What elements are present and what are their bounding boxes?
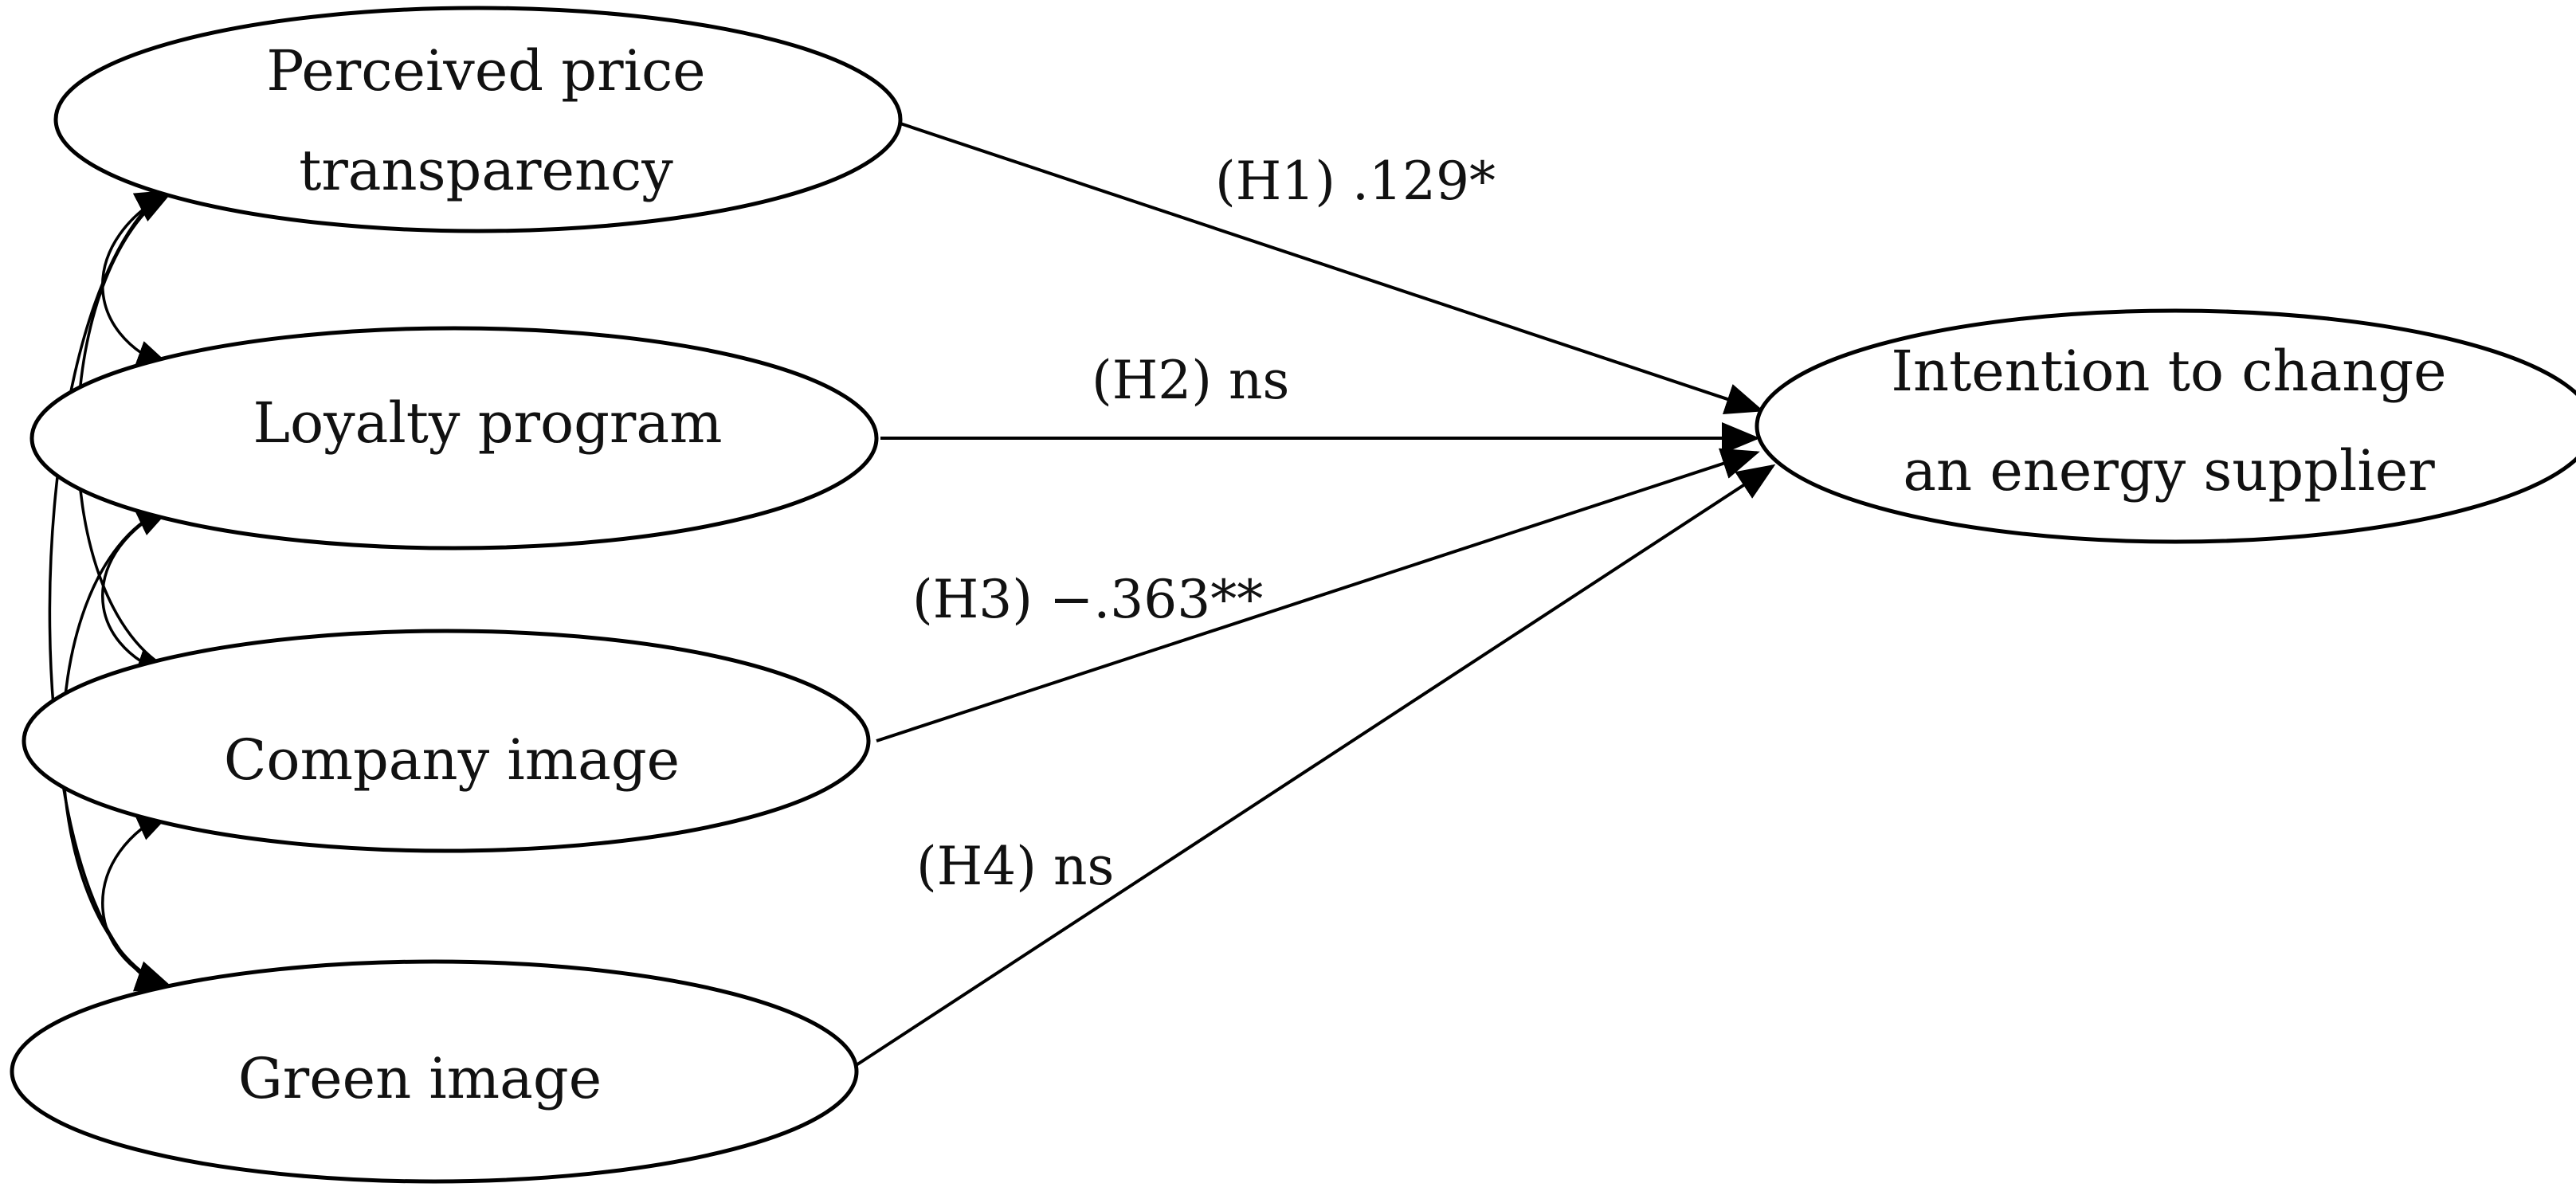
path-h1-label: (H1) .129* xyxy=(1215,151,1496,212)
node-intention-label-line2: an energy supplier xyxy=(1903,438,2435,503)
node-loyalty-program: Loyalty program xyxy=(29,326,879,550)
node-price-shape xyxy=(53,6,903,233)
path-h3-label: (H3) −.363** xyxy=(912,569,1263,630)
node-loyalty-label: Loyalty program xyxy=(253,390,722,456)
correlation-arcs xyxy=(48,190,174,993)
path-h4-label: (H4) ns xyxy=(916,836,1114,897)
path-h3-line xyxy=(876,448,1760,742)
node-green-shape xyxy=(10,959,859,1184)
path-h2-label: (H2) ns xyxy=(1092,350,1289,411)
node-green-label: Green image xyxy=(238,1046,602,1111)
node-loyalty-shape xyxy=(29,326,879,550)
node-price-label-line1: Perceived price xyxy=(266,38,705,104)
node-intention-to-change: Intention to change an energy supplier xyxy=(1755,308,2576,544)
structural-paths xyxy=(851,122,1776,1069)
correlation-company-green xyxy=(101,809,174,992)
node-price-label-line2: transparency xyxy=(299,138,673,203)
correlation-price-loyalty xyxy=(101,190,174,371)
path-h4-line xyxy=(851,464,1776,1069)
node-green-image: Green image xyxy=(10,959,859,1184)
node-company-label: Company image xyxy=(224,727,680,793)
correlation-loyalty-company xyxy=(101,504,174,680)
path-labels: (H1) .129* (H2) ns (H3) −.363** (H4) ns xyxy=(912,151,1496,897)
node-company-image: Company image xyxy=(22,629,871,853)
node-company-shape xyxy=(22,629,871,853)
node-perceived-price-transparency: Perceived price transparency xyxy=(53,6,903,233)
node-intention-shape xyxy=(1755,308,2576,544)
path-h1-line xyxy=(900,122,1764,415)
node-intention-label-line1: Intention to change xyxy=(1891,339,2446,404)
construct-nodes: Perceived price transparency Loyalty pro… xyxy=(10,6,2576,1184)
